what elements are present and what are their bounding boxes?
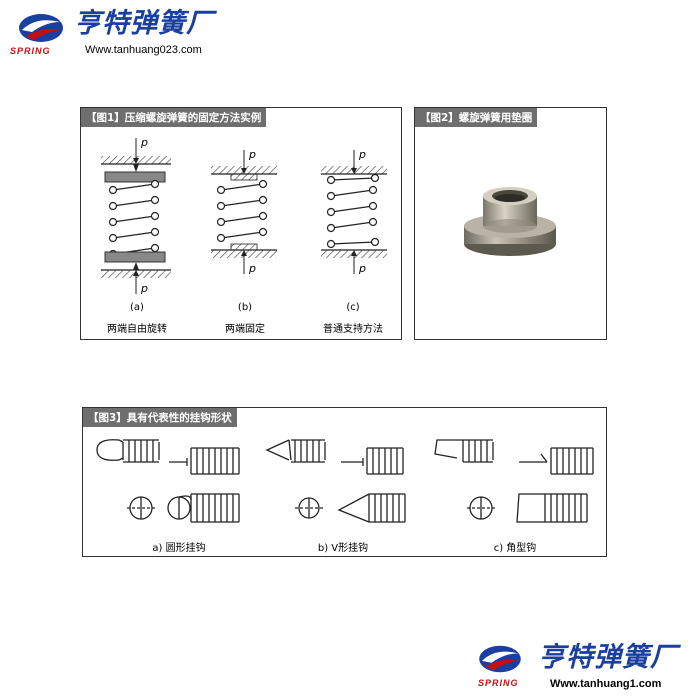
figure1-title: 【图1】压缩螺旋弹簧的固定方法实例 bbox=[81, 108, 267, 127]
force-label: p bbox=[358, 262, 366, 275]
figure1-caption-a: 两端自由旋转 bbox=[107, 324, 167, 335]
figure3-panel: 【图3】具有代表性的挂钩形状 bbox=[82, 407, 607, 557]
swirl-logo-icon bbox=[479, 645, 521, 673]
figure1-caption-b: 两端固定 bbox=[225, 324, 265, 335]
figure1-letter-b: (b) bbox=[237, 302, 253, 313]
figure1-letter-c: (c) bbox=[346, 302, 360, 313]
brand-name: 亨特弹簧厂 bbox=[74, 8, 214, 39]
figure1-panel: 【图1】压缩螺旋弹簧的固定方法实例 bbox=[80, 107, 402, 340]
angle-hook-front-view bbox=[467, 493, 588, 523]
brand-url[interactable]: Www.tanhuang023.com bbox=[85, 44, 202, 56]
round-hook-side-view bbox=[96, 439, 160, 463]
force-label: p bbox=[140, 136, 148, 149]
v-hook-side-view bbox=[265, 439, 326, 463]
washer-photo bbox=[464, 187, 556, 256]
force-label: p bbox=[248, 148, 256, 161]
figure3-diagram bbox=[96, 439, 594, 523]
force-label: p bbox=[358, 148, 366, 161]
figure3-title: 【图3】具有代表性的挂钩形状 bbox=[83, 408, 237, 427]
spring-a-diagram bbox=[101, 138, 171, 294]
round-hook-front-view bbox=[127, 493, 240, 523]
figure1-letter-a: (a) bbox=[130, 302, 144, 313]
angle-hook-end-view bbox=[519, 447, 594, 475]
figure3-caption-c: c) 角型钩 bbox=[493, 543, 537, 554]
force-label: p bbox=[140, 282, 148, 295]
brand-name: 亨特弹簧厂 bbox=[538, 642, 678, 673]
footer-logo: SPRING 亨特弹簧厂 Www.tanhuang1.com bbox=[476, 638, 696, 694]
figure1-caption-c: 普通支持方法 bbox=[323, 324, 383, 335]
v-hook-end-view bbox=[341, 447, 404, 475]
figure1-diagram: p p p p p p bbox=[101, 136, 387, 295]
figure3-caption-b: b) V形挂钩 bbox=[317, 543, 369, 554]
round-hook-end-view bbox=[169, 447, 240, 475]
spring-wordmark: SPRING bbox=[478, 678, 519, 688]
swirl-logo-icon bbox=[19, 14, 63, 42]
header-logo: SPRING 亨特弹簧厂 Www.tanhuang023.com bbox=[10, 8, 250, 58]
figure2-panel: 【图2】螺旋弹簧用垫圈 bbox=[414, 107, 607, 340]
brand-url[interactable]: Www.tanhuang1.com bbox=[550, 678, 662, 690]
force-label: p bbox=[248, 262, 256, 275]
angle-hook-side-view bbox=[434, 439, 494, 463]
spring-b-diagram bbox=[211, 150, 277, 274]
spring-wordmark: SPRING bbox=[10, 46, 51, 56]
figure2-title: 【图2】螺旋弹簧用垫圈 bbox=[415, 108, 538, 127]
figure3-caption-a: a) 圆形挂钩 bbox=[152, 543, 206, 554]
spring-c-diagram bbox=[321, 150, 387, 274]
v-hook-front-view bbox=[295, 493, 406, 523]
